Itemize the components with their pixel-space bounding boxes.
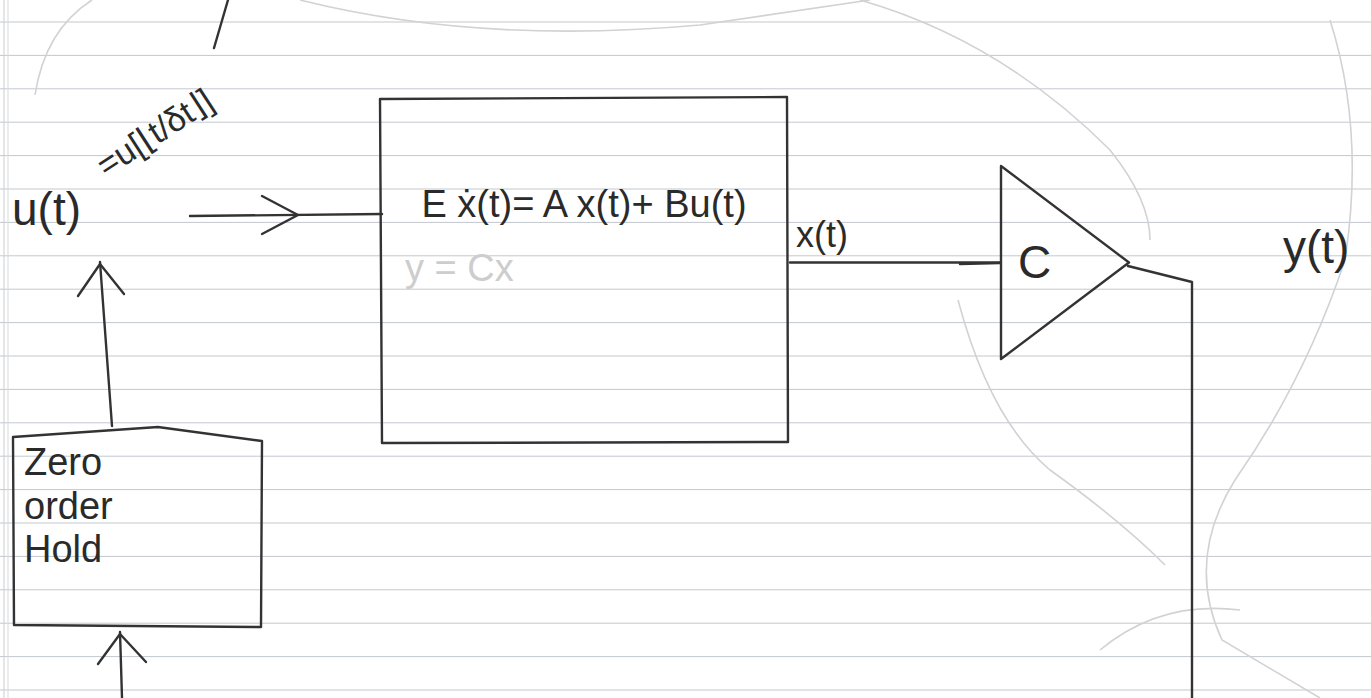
outline-path <box>380 97 788 443</box>
node-text: C <box>1018 236 1051 289</box>
node-text: E ẋ(t)= A x(t)+ Bu(t) <box>421 183 746 227</box>
ruled-line <box>0 489 1371 490</box>
hold-output-wire <box>100 262 112 426</box>
ruled-lines <box>0 22 1371 690</box>
arrowhead <box>78 264 124 296</box>
leader-line <box>214 0 228 48</box>
signal-name: u(t) <box>12 184 81 235</box>
ruled-line <box>0 189 1371 190</box>
ruled-line <box>0 122 1371 123</box>
hold-box: Zero order Hold <box>10 425 265 630</box>
signal-name: x(t) <box>796 215 848 255</box>
signal-wire <box>790 261 1000 263</box>
ruled-line <box>0 422 1371 423</box>
pencil-curve <box>1100 608 1240 650</box>
arrowhead <box>98 634 146 664</box>
node-outline <box>378 95 790 445</box>
equation-note: =u[⌊t/δt⌋] <box>90 82 220 185</box>
pencil-curve <box>958 300 1165 565</box>
gain-triangle: C <box>1000 165 1130 360</box>
ruled-line <box>0 22 1371 23</box>
ruled-line <box>0 589 1371 590</box>
erased-note: y = Cx <box>405 248 514 290</box>
signal-name: y(t) <box>1283 222 1349 273</box>
outline-path <box>13 427 262 627</box>
input-wire <box>190 214 382 216</box>
hold-input-wire <box>120 632 122 698</box>
arrowhead <box>262 196 298 234</box>
ruled-line <box>0 656 1371 657</box>
ruled-line <box>0 322 1371 323</box>
pencil-curve <box>35 0 92 95</box>
ruled-line <box>0 523 1371 524</box>
margin-line <box>4 0 5 698</box>
pencil-curve <box>300 0 870 31</box>
ruled-line <box>0 55 1371 56</box>
pencil-sketch <box>35 0 1352 698</box>
ruled-line <box>0 222 1371 223</box>
node-outline <box>1000 165 1130 360</box>
ruled-line <box>0 556 1371 557</box>
margin-line <box>8 0 9 698</box>
node-outline <box>10 425 265 630</box>
pencil-curve <box>1206 20 1352 698</box>
ruled-line <box>0 389 1371 390</box>
output-wire <box>1128 266 1192 698</box>
ruled-line <box>0 356 1371 357</box>
ruled-line <box>0 690 1371 691</box>
ruled-line <box>0 88 1371 89</box>
ruled-line <box>0 255 1371 256</box>
ruled-line <box>0 155 1371 156</box>
system-box: E ẋ(t)= A x(t)+ Bu(t) <box>378 95 790 445</box>
ruled-line <box>0 623 1371 624</box>
node-text: Zero order Hold <box>24 441 184 572</box>
ruled-line <box>0 456 1371 457</box>
pencil-curve <box>860 0 1150 240</box>
ruled-line <box>0 289 1371 290</box>
outline-path <box>1001 166 1129 359</box>
